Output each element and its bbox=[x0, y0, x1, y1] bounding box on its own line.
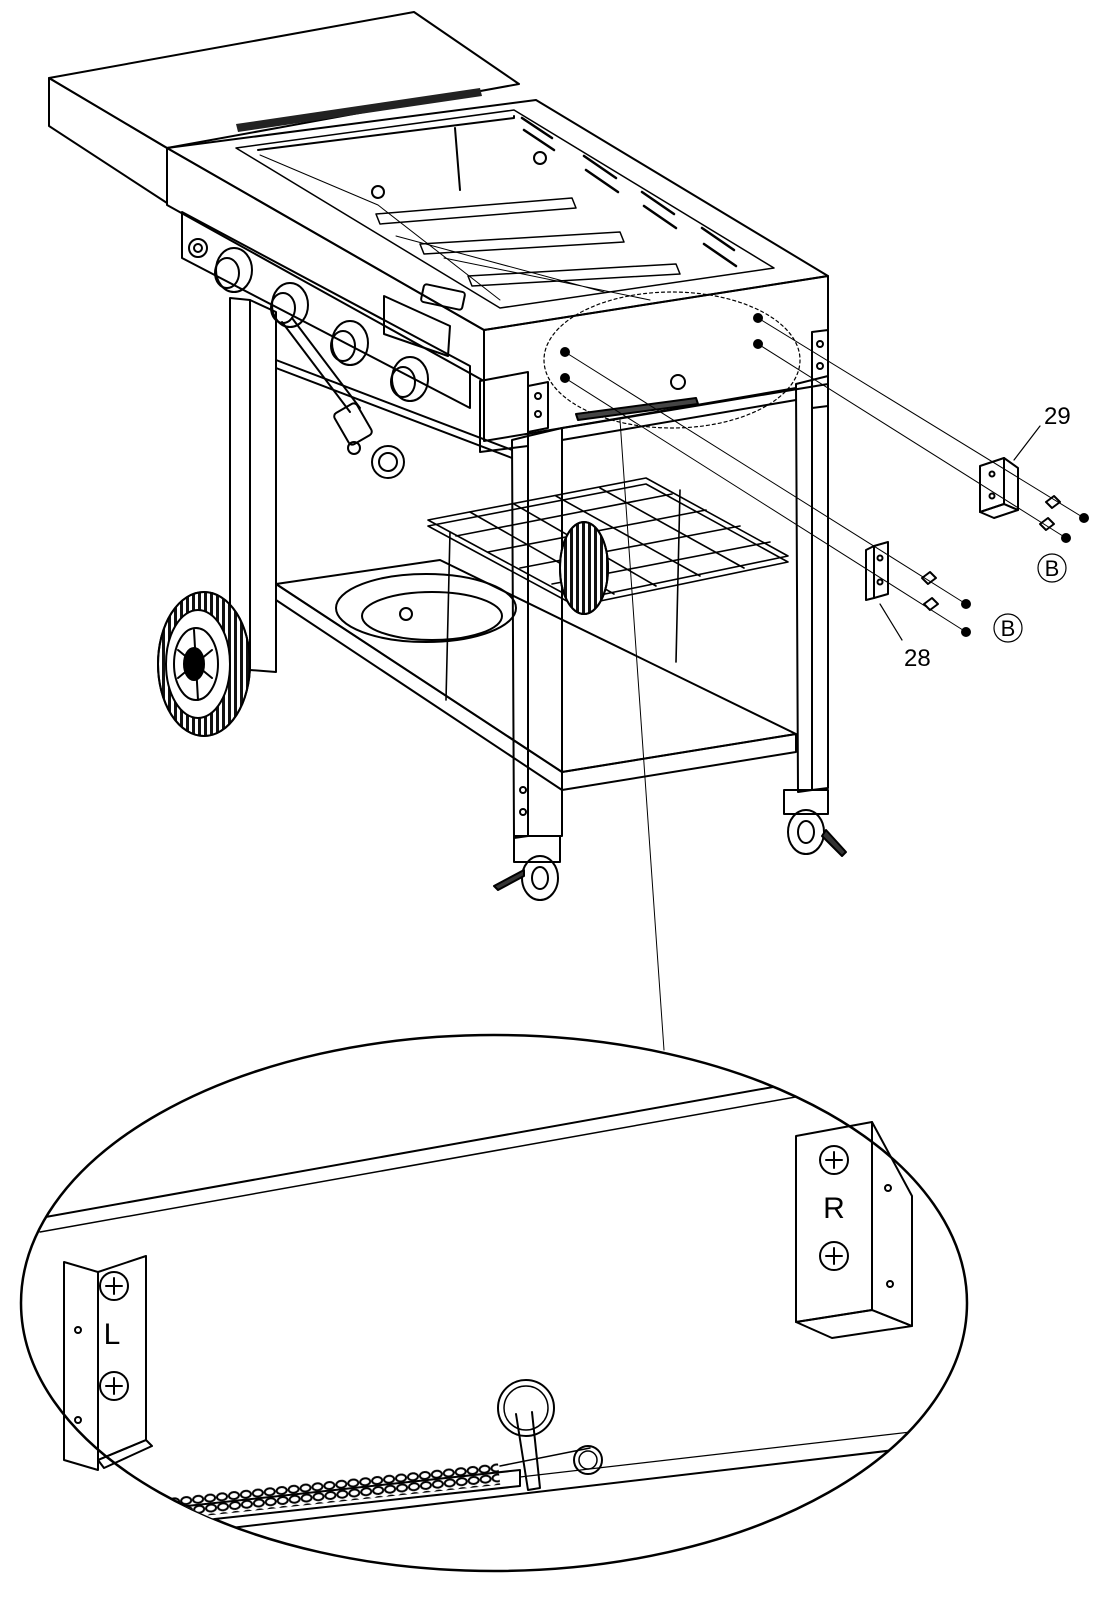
detail-highlight bbox=[543, 291, 801, 429]
bracket-28 bbox=[865, 541, 903, 641]
gas-regulator bbox=[281, 317, 405, 479]
bottom-shelf bbox=[275, 359, 797, 791]
right-wheel bbox=[559, 521, 609, 615]
hardware-label-b-lower: B bbox=[1001, 616, 1016, 641]
hardware-b-circle-upper bbox=[1037, 553, 1067, 583]
exploded-guide-lines bbox=[564, 317, 1085, 1051]
part-number-29: 29 bbox=[1044, 403, 1071, 430]
front-left-caster bbox=[493, 835, 561, 901]
hardware-b-circle-lower bbox=[993, 613, 1023, 643]
bracket-29-side-letter: R bbox=[823, 1192, 845, 1225]
bracket-28-screws bbox=[921, 571, 971, 637]
zoom-bracket-right bbox=[795, 1121, 913, 1339]
detail-view bbox=[19, 1033, 969, 1573]
hardware-label-b-upper: B bbox=[1045, 556, 1060, 581]
burner-knob-3 bbox=[330, 320, 369, 366]
burner-knob-4 bbox=[390, 356, 429, 402]
grill-cart bbox=[48, 11, 847, 901]
part-number-28: 28 bbox=[904, 645, 931, 672]
bracket-29-screws bbox=[1039, 495, 1089, 543]
wire-rack bbox=[427, 477, 789, 701]
side-shelf bbox=[48, 11, 520, 204]
bracket-29 bbox=[979, 425, 1041, 519]
control-knobs bbox=[188, 238, 429, 402]
burner-knob-1 bbox=[214, 247, 253, 293]
zoom-bracket-left bbox=[63, 1255, 153, 1471]
firebox bbox=[166, 99, 829, 453]
left-wheel bbox=[157, 591, 251, 737]
mount-holes bbox=[560, 313, 763, 421]
front-right-caster bbox=[783, 789, 847, 857]
igniter-knob bbox=[188, 238, 208, 258]
bracket-28-side-letter: L bbox=[104, 1318, 121, 1351]
